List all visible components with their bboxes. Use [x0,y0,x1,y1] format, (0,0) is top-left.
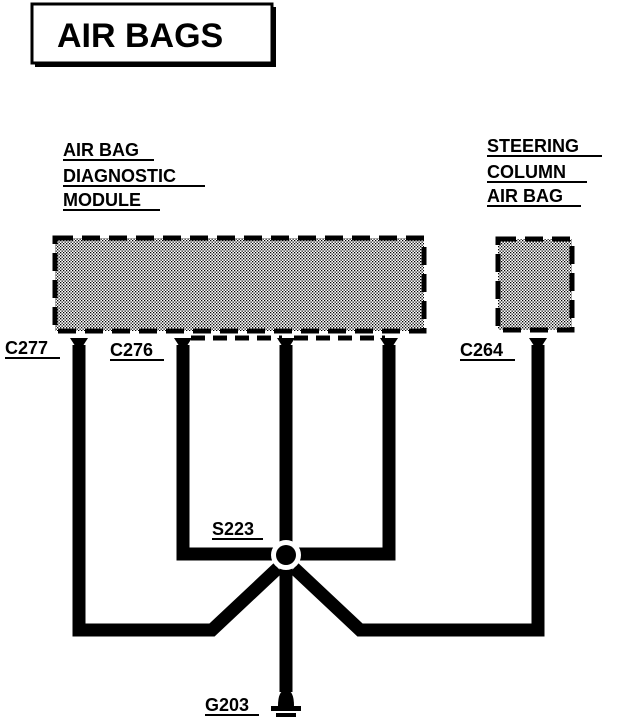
ground-icon [271,690,301,717]
splice-label: S223 [212,519,254,539]
terminal-c276-b [277,338,295,352]
steering-label-line-2: COLUMN [487,162,566,182]
ground-label: G203 [205,695,249,715]
steering-label-line-1: STEERING [487,136,579,156]
wire-c276-a [176,345,284,561]
terminal-c276-a [174,338,192,352]
terminal-c276-c [380,338,398,352]
wire-c277 [72,345,283,637]
steering-label-line-3: AIR BAG [487,186,563,206]
connector-label-c276: C276 [110,340,153,360]
connector-label-c264: C264 [460,340,503,360]
terminal-c277 [70,338,88,352]
wire-c264 [289,345,545,637]
steering-label: STEERING COLUMN AIR BAG [487,136,602,207]
connector-terminals [70,335,547,352]
page-title: AIR BAGS [57,17,223,55]
steering-column-air-bag-box [495,236,575,333]
module-label-line-2: DIAGNOSTIC [63,166,176,186]
connector-label-c277: C277 [5,338,48,358]
module-label: AIR BAG DIAGNOSTIC MODULE [63,140,205,211]
splice-dot [276,545,296,565]
wire-c276-c [290,345,396,561]
title-box: AIR BAGS [30,2,276,67]
module-label-line-1: AIR BAG [63,140,139,160]
module-label-line-3: MODULE [63,190,141,210]
terminal-c264 [529,338,547,352]
air-bag-diagnostic-module-box [52,235,427,334]
wires [72,345,545,692]
